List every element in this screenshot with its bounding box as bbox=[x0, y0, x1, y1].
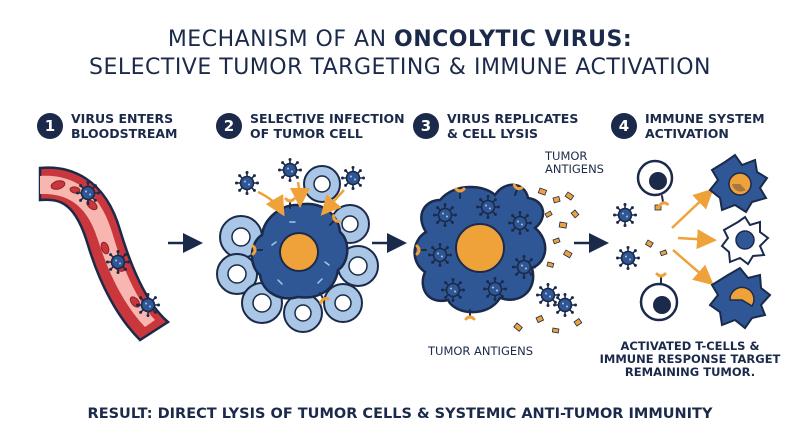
t-cell-icon bbox=[636, 159, 674, 208]
step-1: 1 VIRUS ENTERS BLOODSTREAM bbox=[37, 111, 177, 141]
step-4-number: 4 bbox=[611, 113, 637, 139]
title-prefix: MECHANISM OF AN bbox=[167, 27, 395, 52]
virus-icon bbox=[482, 276, 508, 302]
step-4: 4 IMMUNE SYSTEM ACTIVATION bbox=[611, 111, 765, 141]
step-2: 2 SELECTIVE INFECTION OF TUMOR CELL bbox=[216, 111, 405, 141]
virus-icon bbox=[511, 254, 537, 280]
virus-icon bbox=[340, 165, 366, 191]
result-caption: RESULT: DIRECT LYSIS OF TUMOR CELLS & SY… bbox=[87, 406, 713, 422]
virus-icon bbox=[105, 249, 131, 275]
step-2-label: SELECTIVE INFECTION OF TUMOR CELL bbox=[250, 111, 405, 141]
virus-icon bbox=[612, 202, 638, 228]
virus-icon bbox=[440, 277, 466, 303]
virus-icon bbox=[427, 242, 453, 268]
immune-response-arrows bbox=[671, 188, 717, 286]
step-4-label: IMMUNE SYSTEM ACTIVATION bbox=[645, 111, 765, 141]
virus-icon bbox=[277, 157, 303, 183]
tumor-antigens-label-top: TUMOR ANTIGENS bbox=[545, 149, 604, 176]
step-3-label: VIRUS REPLICATES & CELL LYSIS bbox=[447, 111, 579, 141]
virus-icon bbox=[615, 245, 641, 271]
activated-tcells-caption: ACTIVATED T-CELLS & IMMUNE RESPONSE TARG… bbox=[599, 339, 781, 379]
t-cell-icon bbox=[639, 272, 679, 322]
target-tumor-cell-icon bbox=[720, 215, 770, 266]
target-tumor-cell-icon bbox=[708, 153, 769, 214]
infection-arrows bbox=[257, 181, 345, 217]
virus-icon bbox=[234, 170, 260, 196]
virus-icon bbox=[535, 282, 561, 308]
virus-icon bbox=[135, 292, 161, 318]
title-line-1: MECHANISM OF AN ONCOLYTIC VIRUS: bbox=[0, 27, 800, 52]
title-emphasis: ONCOLYTIC VIRUS: bbox=[394, 27, 633, 52]
virus-icon bbox=[475, 194, 501, 220]
virus-icon bbox=[75, 180, 101, 206]
step-1-label: VIRUS ENTERS BLOODSTREAM bbox=[71, 111, 178, 141]
target-tumor-cell-icon bbox=[708, 266, 772, 330]
antigen-fragments bbox=[644, 204, 668, 257]
step-2-number: 2 bbox=[216, 113, 242, 139]
step-3-number: 3 bbox=[413, 113, 439, 139]
tumor-antigens-label-bottom: TUMOR ANTIGENS bbox=[428, 344, 534, 358]
tumor-cell-icon bbox=[250, 197, 349, 305]
tumor-antigen-fragments bbox=[513, 187, 583, 334]
blood-vessel-icon bbox=[38, 166, 171, 342]
virus-icon bbox=[552, 292, 578, 318]
step-1-number: 1 bbox=[37, 113, 63, 139]
title-line-2: SELECTIVE TUMOR TARGETING & IMMUNE ACTIV… bbox=[89, 55, 711, 80]
step-3: 3 VIRUS REPLICATES & CELL LYSIS bbox=[413, 111, 578, 141]
virus-icon bbox=[507, 210, 533, 236]
virus-icon bbox=[432, 202, 458, 228]
